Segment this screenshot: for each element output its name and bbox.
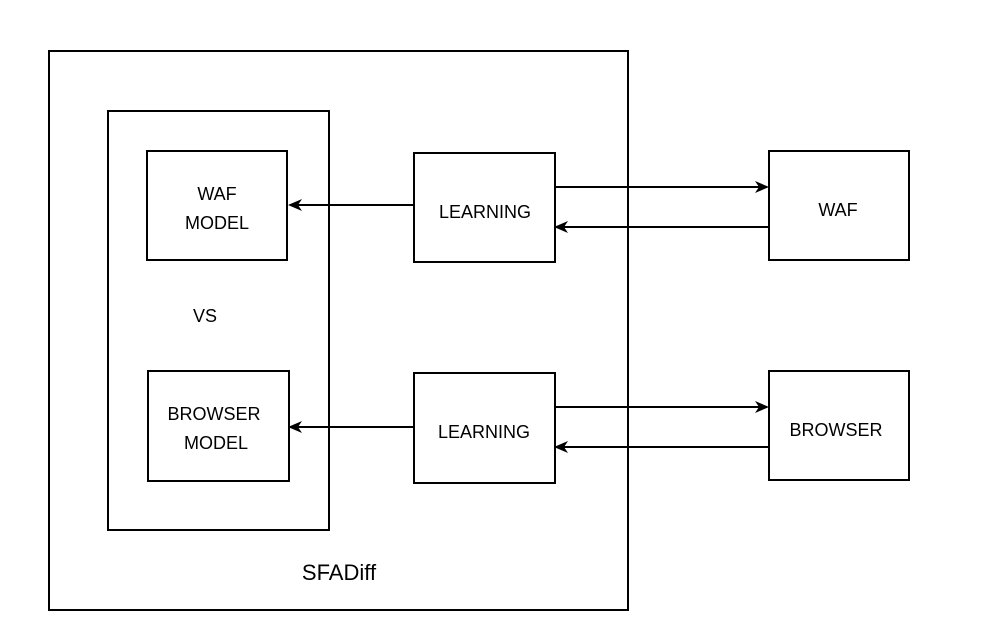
- browser-box: [768, 370, 910, 481]
- vs-label: VS: [193, 306, 217, 326]
- browser-model-box: [147, 370, 290, 482]
- learning-browser-label: LEARNING: [438, 422, 530, 442]
- node-browser[interactable]: BROWSER: [768, 370, 910, 481]
- waf-model-box: [146, 150, 288, 261]
- node-learning-browser[interactable]: LEARNING: [413, 372, 556, 484]
- comparison-container-border: [107, 110, 330, 531]
- sfadiff-container: SFADiff: [48, 50, 629, 611]
- node-browser-model[interactable]: BROWSER MODEL: [147, 370, 290, 482]
- waf-model-label-line2: MODEL: [185, 213, 249, 233]
- sfadiff-container-border: [48, 50, 629, 611]
- learning-browser-box: [413, 372, 556, 484]
- sfadiff-label: SFADiff: [302, 560, 377, 585]
- node-waf[interactable]: WAF: [768, 150, 910, 261]
- learning-waf-box: [413, 152, 556, 263]
- browser-model-label-line2: MODEL: [184, 433, 248, 453]
- learning-waf-label: LEARNING: [439, 202, 531, 222]
- waf-label: WAF: [818, 200, 857, 220]
- node-waf-model[interactable]: WAF MODEL: [146, 150, 288, 261]
- waf-model-label-line1: WAF: [197, 184, 236, 204]
- browser-label: BROWSER: [789, 420, 882, 440]
- node-learning-waf[interactable]: LEARNING: [413, 152, 556, 263]
- browser-model-label-line1: BROWSER: [167, 404, 260, 424]
- waf-box: [768, 150, 910, 261]
- comparison-container: VS: [107, 110, 330, 531]
